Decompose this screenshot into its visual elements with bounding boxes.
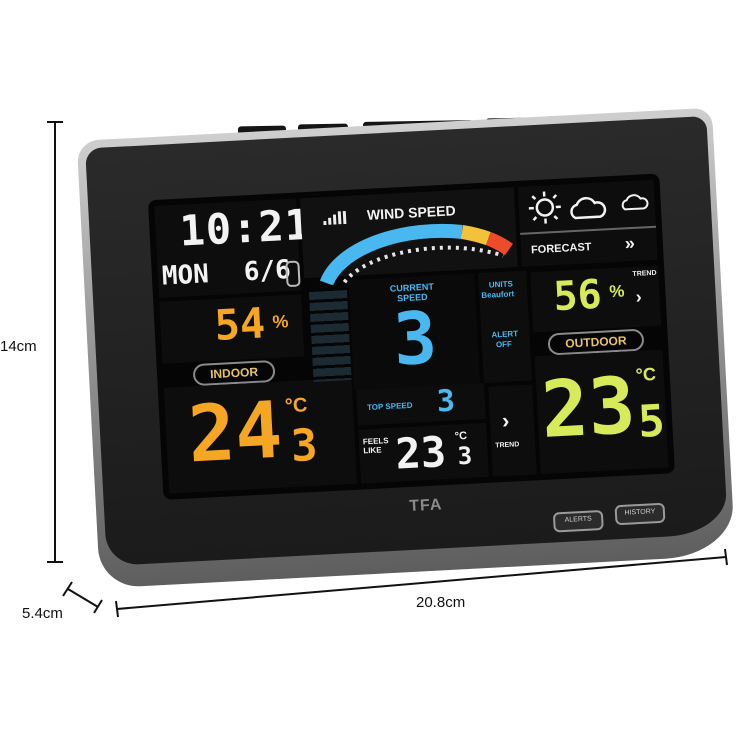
depth-label: 5.4cm	[22, 605, 63, 622]
top-speed-value: 3	[435, 383, 456, 420]
outdoor-trend-label: TREND	[632, 269, 657, 279]
feels-like-unit: °C	[454, 429, 468, 443]
wind-panel: WIND SPEED	[300, 187, 518, 286]
height-tick-top	[47, 121, 63, 123]
outdoor-temp-integer: 23	[539, 361, 638, 456]
height-label: 14cm	[0, 338, 37, 355]
indoor-temp-panel: 24 °C 3	[163, 377, 358, 494]
outdoor-humidity-unit: %	[608, 281, 625, 302]
forecast-label: FORECAST	[530, 241, 592, 257]
forecast-arrow-icon: »	[624, 232, 636, 254]
depth-tick-a	[62, 581, 73, 597]
indoor-temp-decimal: 3	[289, 419, 319, 473]
outdoor-temp-panel: 23 °C 5	[534, 349, 669, 475]
trend-arrow-icon: ›	[501, 407, 510, 434]
alert-label: ALERT	[491, 329, 519, 340]
brand-logo: TFA	[408, 496, 443, 516]
indoor-humidity-panel: 54 %	[159, 294, 305, 364]
trend-panel: › TREND	[488, 384, 537, 477]
units-label: UNITS	[488, 279, 514, 290]
top-speed-label: TOP SPEED	[366, 400, 413, 413]
top-speed-panel: TOP SPEED 3	[356, 382, 486, 426]
width-label: 20.8cm	[416, 594, 466, 611]
clock-time: 10:21	[178, 199, 313, 256]
device-front: 10:21 MON 6/6 WIND SPEED	[85, 115, 729, 566]
clock-panel: 10:21 MON 6/6	[154, 198, 312, 298]
indoor-humidity-value: 54	[213, 298, 267, 350]
depth-line	[67, 588, 99, 608]
indoor-humidity-unit: %	[271, 311, 289, 332]
feels-like-decimal: 3	[457, 441, 473, 471]
indoor-temp-unit: °C	[284, 394, 308, 418]
width-tick-left	[115, 600, 119, 618]
sun-icon	[528, 191, 561, 224]
lcd-screen: 10:21 MON 6/6 WIND SPEED	[147, 173, 675, 500]
outdoor-humidity-value: 56	[552, 271, 603, 321]
trend-label: TREND	[495, 441, 520, 450]
indoor-temp-integer: 24	[185, 385, 285, 481]
feels-like-panel: FEELS LIKE 23 °C 3	[358, 422, 489, 484]
clock-date: 6/6	[243, 254, 292, 288]
wind-settings-panel: UNITS Beaufort ALERT OFF	[478, 270, 532, 383]
height-tick-bottom	[47, 561, 63, 563]
wind-scale-left	[308, 290, 352, 382]
width-line	[116, 556, 727, 610]
feels-like-label: FEELS LIKE	[362, 436, 389, 456]
wind-arc-gauge	[319, 223, 514, 286]
history-button[interactable]: HISTORY	[614, 502, 666, 526]
current-speed-value: 3	[391, 295, 440, 382]
outdoor-temp-unit: °C	[635, 363, 657, 386]
outdoor-temp-decimal: 5	[636, 395, 667, 448]
cloud-sun-icon	[621, 194, 649, 211]
forecast-divider	[520, 225, 657, 235]
units-value: Beaufort	[481, 289, 515, 300]
outdoor-trend-arrow-icon: ›	[635, 286, 643, 307]
radio-signal-icon	[285, 260, 301, 288]
clock-day: MON	[161, 259, 210, 292]
alerts-button[interactable]: ALERTS	[552, 509, 604, 533]
signal-strength-icon	[323, 210, 347, 226]
alert-value: OFF	[495, 339, 513, 350]
weather-station: 10:21 MON 6/6 WIND SPEED	[76, 107, 736, 589]
forecast-panel: FORECAST »	[517, 179, 658, 267]
current-speed-panel: CURRENT SPEED 3	[348, 273, 480, 390]
device-shell: 10:21 MON 6/6 WIND SPEED	[76, 107, 736, 589]
outdoor-humidity-panel: 56 % › TREND	[530, 265, 662, 333]
height-dimension-line	[54, 122, 56, 562]
feels-like-integer: 23	[394, 427, 448, 479]
cloud-icon	[570, 196, 607, 220]
width-tick-right	[724, 548, 728, 566]
depth-tick-b	[93, 599, 103, 614]
